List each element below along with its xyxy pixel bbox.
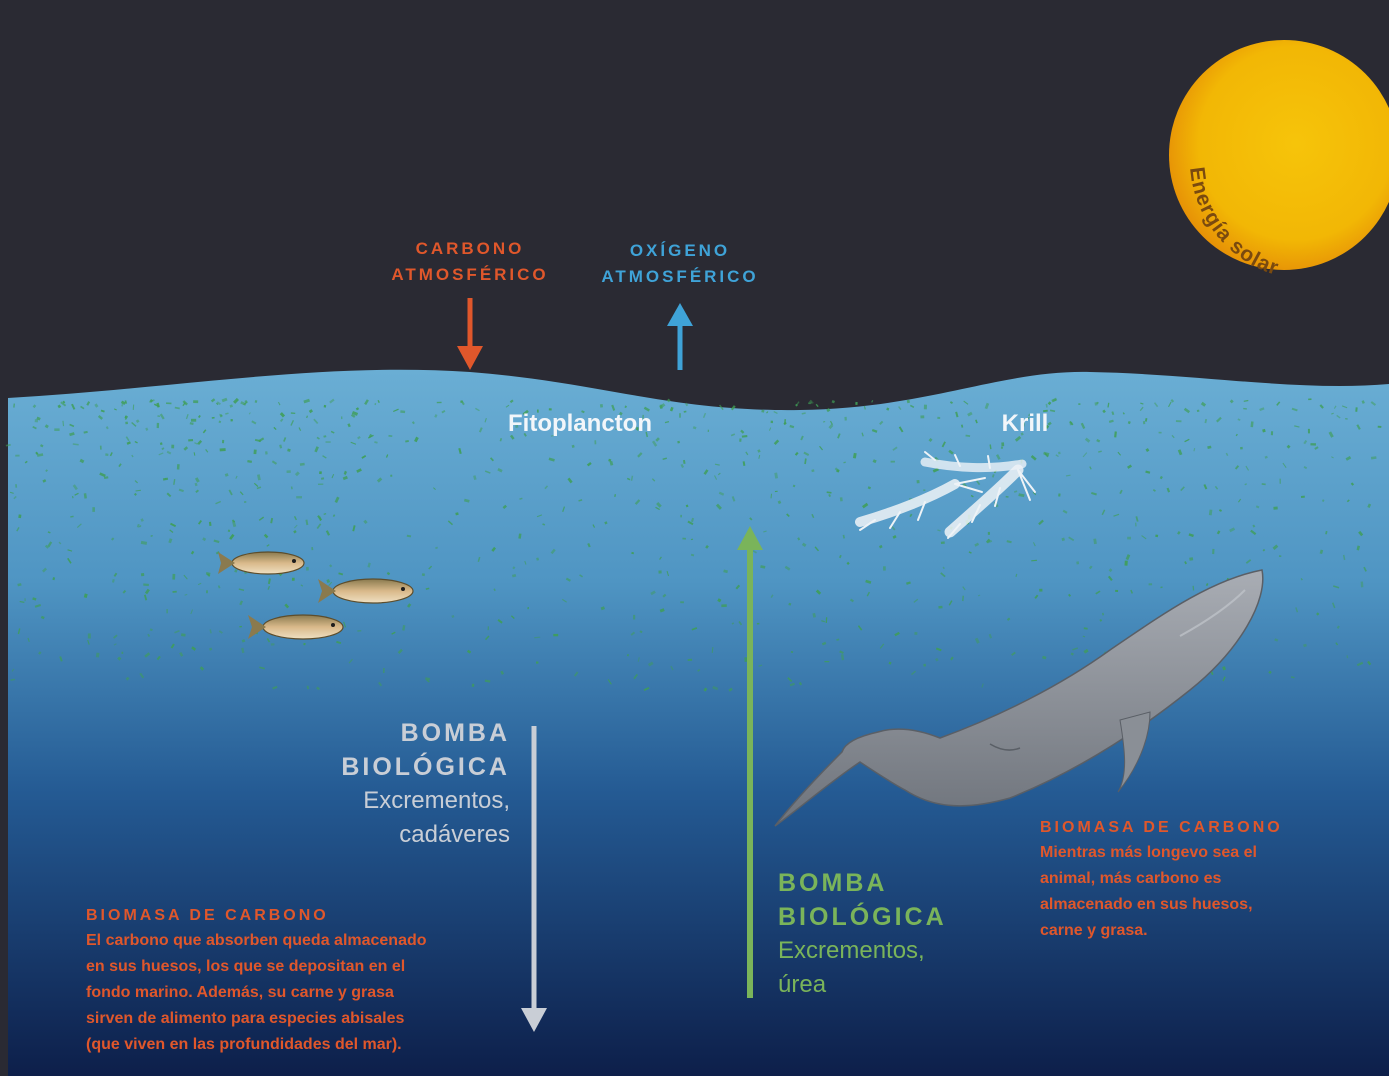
fish-biomass-line: (que viven en las profundidades del mar)… xyxy=(86,1032,516,1058)
carbon-line1: CARBONO xyxy=(380,236,560,262)
atmospheric-carbon-label: CARBONO ATMOSFÉRICO xyxy=(380,236,560,288)
oxygen-line1: OXÍGENO xyxy=(590,238,770,264)
sun-icon: Energía solar xyxy=(1169,40,1389,280)
phytoplankton-label: Fitoplancton xyxy=(470,410,690,438)
pump-down-label: BOMBA BIOLÓGICA Excrementos, cadáveres xyxy=(250,716,510,852)
whale-biomass-line: Mientras más longevo sea el xyxy=(1040,840,1330,866)
pump-up-title-2: BIOLÓGICA xyxy=(778,900,1038,934)
arrow-down-icon xyxy=(457,298,483,370)
pump-up-sub-1: Excrementos, xyxy=(778,934,1038,968)
pump-up-label: BOMBA BIOLÓGICA Excrementos, úrea xyxy=(778,866,1038,1002)
fish-biomass-title: BIOMASA DE CARBONO xyxy=(86,904,516,928)
whale-biomass-line: carne y grasa. xyxy=(1040,918,1330,944)
pump-down-sub-1: Excrementos, xyxy=(250,784,510,818)
fish-biomass-line: en sus huesos, los que se depositan en e… xyxy=(86,954,516,980)
whale-biomass-line: almacenado en sus huesos, xyxy=(1040,892,1330,918)
whale-biomass-line: animal, más carbono es xyxy=(1040,866,1330,892)
pump-up-title-1: BOMBA xyxy=(778,866,1038,900)
atmospheric-oxygen-label: OXÍGENO ATMOSFÉRICO xyxy=(590,238,770,290)
pump-down-sub-2: cadáveres xyxy=(250,818,510,852)
fish-biomass-line: sirven de alimento para especies abisale… xyxy=(86,1006,516,1032)
oxygen-line2: ATMOSFÉRICO xyxy=(590,264,770,290)
pump-down-title-1: BOMBA xyxy=(250,716,510,750)
fish-biomass-line: fondo marino. Además, su carne y grasa xyxy=(86,980,516,1006)
fish-biomass-note: BIOMASA DE CARBONO El carbono que absorb… xyxy=(86,904,516,1058)
pump-down-title-2: BIOLÓGICA xyxy=(250,750,510,784)
pump-up-sub-2: úrea xyxy=(778,968,1038,1002)
fish-biomass-line: El carbono que absorben queda almacenado xyxy=(86,928,516,954)
krill-label: Krill xyxy=(975,410,1075,438)
whale-biomass-note: BIOMASA DE CARBONO Mientras más longevo … xyxy=(1040,816,1330,944)
carbon-line2: ATMOSFÉRICO xyxy=(380,262,560,288)
arrow-up-icon xyxy=(667,303,693,370)
whale-biomass-title: BIOMASA DE CARBONO xyxy=(1040,816,1330,840)
